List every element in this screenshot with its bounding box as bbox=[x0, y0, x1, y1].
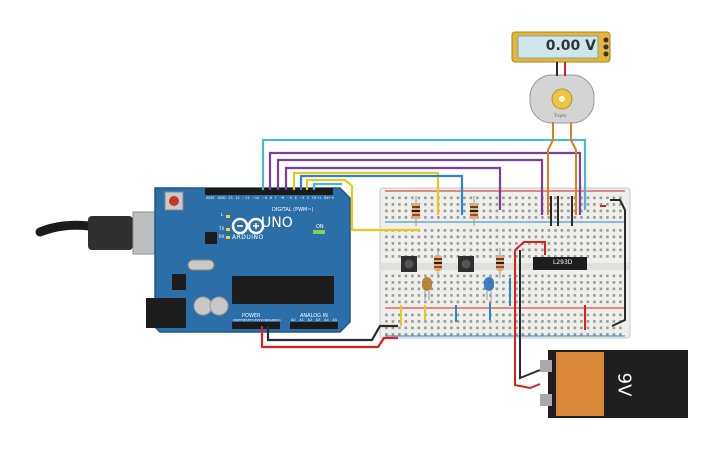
analog-label: ANALOG IN bbox=[300, 313, 328, 319]
motor-driver-chip[interactable] bbox=[533, 257, 587, 270]
terminal-icon bbox=[603, 37, 609, 43]
resistor[interactable] bbox=[434, 248, 442, 278]
pin-label: 3.3V bbox=[251, 318, 259, 322]
usb-cable[interactable] bbox=[35, 220, 95, 237]
pin-label: 4 bbox=[294, 196, 297, 200]
arduino-uno-board[interactable] bbox=[35, 187, 351, 333]
pin-label: TX→1 bbox=[311, 196, 322, 200]
pin-label: 2 bbox=[306, 196, 310, 200]
pin-label: 8 bbox=[269, 196, 272, 200]
resistor[interactable] bbox=[470, 196, 478, 226]
atmega-chip bbox=[232, 276, 334, 304]
wire-purple-top[interactable] bbox=[268, 151, 582, 215]
multimeter[interactable] bbox=[511, 31, 611, 63]
wire-yellow-top[interactable] bbox=[292, 171, 440, 215]
pin-label: ~9 bbox=[261, 196, 268, 200]
wire-5v[interactable] bbox=[260, 326, 398, 349]
wire-cyan-long[interactable] bbox=[261, 138, 587, 210]
pin-label: 5V bbox=[258, 318, 263, 322]
power-label: POWER bbox=[242, 313, 261, 319]
crystal bbox=[187, 259, 215, 271]
pin-label: AREF bbox=[206, 196, 216, 200]
usb-plug[interactable] bbox=[88, 216, 133, 250]
tx-led bbox=[226, 228, 230, 231]
tx-led-label: TX bbox=[219, 226, 225, 231]
analog-pin-labels: A0 A1 A2 A3 A4 A5 bbox=[291, 318, 337, 322]
analog-header bbox=[290, 322, 338, 329]
pin-label: 7 bbox=[274, 196, 277, 200]
battery-label: 9V bbox=[613, 372, 635, 397]
capacitor bbox=[193, 296, 213, 316]
on-led bbox=[313, 230, 325, 234]
terminal-icon bbox=[603, 51, 609, 57]
on-label: ON bbox=[316, 224, 324, 230]
pin-label: Vin bbox=[276, 318, 281, 322]
pin-label: A4 bbox=[324, 318, 329, 322]
pin-label: ~3 bbox=[299, 196, 305, 200]
l-led bbox=[226, 215, 230, 218]
pin-label: RESET bbox=[241, 318, 252, 322]
reset-button-cap[interactable] bbox=[169, 196, 179, 206]
digital-pin-labels: AREF GND 13 12 ~11 ~10 ~9 8 7 ~6 ~5 4 ~3… bbox=[206, 196, 334, 200]
resistor[interactable] bbox=[496, 248, 504, 278]
resistor[interactable] bbox=[412, 196, 420, 226]
board-brand-label: ARDUINO bbox=[232, 234, 264, 241]
pin-label: A5 bbox=[332, 318, 337, 322]
l-led-label: L bbox=[221, 212, 224, 217]
led-blue[interactable] bbox=[484, 277, 494, 300]
multimeter-reading: 0.00 V bbox=[545, 38, 596, 54]
usb-chip bbox=[205, 232, 217, 244]
power-header bbox=[232, 322, 280, 329]
pin-label: A1 bbox=[299, 318, 304, 322]
push-button[interactable] bbox=[401, 256, 417, 272]
rx-led bbox=[226, 236, 230, 239]
led-orange[interactable] bbox=[422, 277, 432, 300]
battery-terminal bbox=[540, 360, 552, 372]
wire-cyan-short[interactable] bbox=[312, 182, 342, 190]
digital-header bbox=[205, 188, 333, 195]
wire-purple-low[interactable] bbox=[284, 166, 502, 210]
push-button[interactable] bbox=[458, 256, 474, 272]
rx-led-label: RX bbox=[219, 234, 225, 239]
wires[interactable] bbox=[260, 138, 587, 349]
terminal-icon bbox=[603, 44, 609, 50]
pin-label: ~10 bbox=[252, 196, 260, 200]
pin-label: IOREF bbox=[233, 318, 242, 322]
battery-9v[interactable] bbox=[540, 350, 688, 418]
jumper-wires[interactable] bbox=[400, 196, 626, 330]
board-model-label: UNO bbox=[261, 215, 293, 231]
pin-label: 12 bbox=[235, 196, 240, 200]
pin-label: ~11 bbox=[242, 196, 250, 200]
wire-gnd[interactable] bbox=[266, 324, 398, 342]
pin-label: RX←0 bbox=[323, 196, 334, 200]
motor-brand-label: T-sync bbox=[554, 113, 567, 118]
battery-terminal bbox=[540, 394, 552, 406]
voltage-regulator bbox=[172, 274, 186, 290]
pin-label: GND bbox=[217, 196, 226, 200]
power-jack bbox=[146, 298, 186, 328]
battery-wires[interactable] bbox=[514, 250, 541, 390]
wire-purple-mid[interactable] bbox=[276, 158, 544, 215]
pin-label: A0 bbox=[291, 318, 296, 322]
pin-label: ~6 bbox=[279, 196, 285, 200]
pin-label: ~5 bbox=[286, 196, 292, 200]
wire-yellow-long[interactable] bbox=[305, 178, 420, 232]
motor-driver-label: L293D bbox=[553, 259, 573, 266]
arduino-logo-icon bbox=[231, 217, 265, 235]
pin-label: GND bbox=[262, 318, 270, 322]
pin-label: GND bbox=[269, 318, 277, 322]
pin-label: A2 bbox=[307, 318, 313, 322]
digital-label: DIGITAL (PWM~) bbox=[272, 207, 314, 213]
wire-blue[interactable] bbox=[299, 174, 464, 215]
pin-label: A3 bbox=[315, 318, 321, 322]
dc-motor[interactable] bbox=[529, 74, 595, 124]
meter-motor-wires[interactable] bbox=[547, 62, 577, 215]
capacitor bbox=[209, 296, 229, 316]
power-pin-labels: IOREF RESET 3.3V 5V GND GND Vin bbox=[233, 318, 281, 322]
pin-label: 13 bbox=[228, 196, 233, 200]
